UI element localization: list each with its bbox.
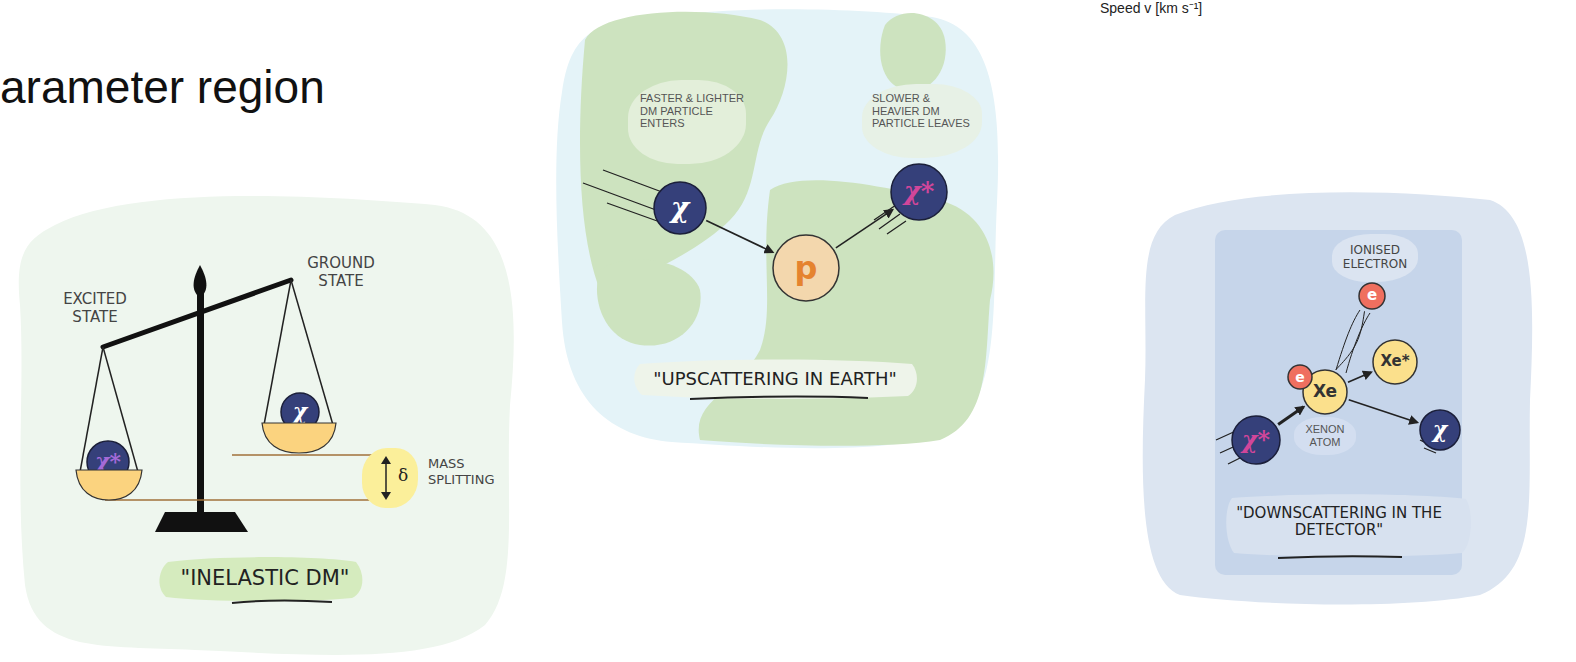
connector-arrow — [1278, 407, 1303, 425]
node-caption: δ — [392, 464, 414, 488]
scale-base — [155, 512, 248, 532]
scale-pan — [262, 423, 336, 453]
node-label: χ* — [890, 163, 948, 221]
inelastic-dm-panel-shape — [19, 196, 514, 655]
node-caption: SLOWER & HEAVIER DM PARTICLE LEAVES — [872, 92, 980, 130]
proton-circle — [773, 235, 839, 301]
mass-splitting-marker: δ — [362, 448, 418, 508]
node-label: e — [1287, 364, 1313, 390]
splitting-arrow-head — [381, 492, 391, 500]
excited-state-particle-circle — [87, 441, 129, 483]
motion-lines — [874, 205, 906, 234]
node-label: p — [772, 234, 840, 302]
scale-pan — [76, 470, 142, 500]
axis-label: Speed v [km s⁻¹] — [1100, 0, 1320, 17]
connector-arrow — [1348, 372, 1371, 382]
motion-lines — [1420, 440, 1436, 453]
splitting-label: MASS SPLITTING — [428, 456, 508, 487]
motion-lines — [1216, 430, 1248, 464]
note-cloud: FASTER & LIGHTER DM PARTICLE ENTERS — [628, 80, 746, 164]
node-label: χ — [280, 392, 320, 432]
node-caption: "INELASTIC DM" — [160, 561, 370, 595]
excited-dm-particle: χ* — [1231, 415, 1281, 465]
dm-particle-circle — [654, 182, 706, 234]
note-cloud: SLOWER & HEAVIER DM PARTICLE LEAVES — [862, 84, 982, 158]
dm-particle-circle — [1420, 410, 1460, 450]
scale-string — [103, 347, 138, 472]
upscattering-panel-shape — [556, 9, 998, 448]
node-caption: "UPSCATTERING IN EARTH" — [630, 364, 920, 394]
level-line — [232, 454, 385, 455]
scale-pole — [197, 285, 204, 515]
connector-line — [1336, 311, 1365, 369]
inelastic-dm-panel-outline — [15, 185, 520, 662]
ground-state-particle: χ — [280, 392, 320, 432]
caption-underline — [1278, 556, 1402, 558]
electron: e — [1287, 364, 1313, 390]
connector-arrow — [706, 220, 772, 252]
node-caption: XENON ATOM — [1294, 417, 1356, 455]
excited-dm-particle-circle — [1232, 416, 1280, 464]
node-label: χ* — [86, 440, 130, 484]
state-label: EXCITED STATE — [52, 290, 138, 326]
electron: e — [1358, 282, 1386, 310]
splitting-arrow — [385, 462, 387, 494]
detector-outer-blob — [1143, 192, 1532, 604]
motion-lines — [1336, 310, 1370, 373]
connector-arrow — [1349, 400, 1417, 423]
splitting-arrow-head — [381, 456, 391, 464]
node-label: Xe* — [1372, 339, 1418, 385]
scale-top — [194, 265, 207, 298]
dm-particle: χ — [653, 181, 707, 235]
page-title: arameter region — [0, 60, 325, 114]
xenon-atom-circle — [1303, 370, 1347, 414]
proton: p — [772, 234, 840, 302]
node-caption: "DOWNSCATTERING IN THE DETECTOR" — [1219, 492, 1459, 552]
node-label: χ — [1419, 409, 1461, 451]
electron-circle — [1288, 365, 1312, 389]
caption-highlight — [1226, 494, 1471, 556]
scale-string — [80, 347, 103, 472]
continent — [597, 260, 701, 346]
motion-lines — [583, 170, 662, 222]
caption-underline — [232, 601, 332, 603]
continent — [580, 12, 788, 290]
caption-underline — [690, 397, 868, 399]
note-cloud: IONISED ELECTRON — [1332, 234, 1418, 282]
ground-state-particle-circle — [281, 393, 319, 431]
scale-string — [291, 280, 333, 425]
excited-dm-particle-circle — [891, 164, 947, 220]
level-line — [105, 499, 385, 500]
electron-circle — [1359, 283, 1385, 309]
continent — [880, 13, 946, 91]
dm-particle: χ — [1419, 409, 1461, 451]
node-caption: FASTER & LIGHTER DM PARTICLE ENTERS — [640, 92, 746, 130]
connector-arrow — [836, 210, 893, 248]
excited-state-particle: χ* — [86, 440, 130, 484]
detector-panel: "DOWNSCATTERING IN THE DETECTOR" IONISED … — [1215, 230, 1462, 575]
caption-highlight — [159, 557, 362, 601]
node-label: e — [1358, 282, 1386, 310]
continent — [699, 180, 994, 445]
excited-dm-particle: χ* — [890, 163, 948, 221]
scale-beam — [103, 280, 291, 347]
caption-highlight — [634, 360, 917, 399]
node-label: χ* — [1231, 415, 1281, 465]
state-label: GROUND STATE — [298, 254, 384, 290]
scale-string — [264, 280, 291, 425]
excited-xenon-atom: Xe* — [1372, 339, 1418, 385]
upscattering-panel: "UPSCATTERING IN EARTH" FASTER & LIGHTER … — [552, 2, 1002, 450]
node-label: IONISED ELECTRON — [1332, 234, 1418, 282]
node-label: χ — [653, 181, 707, 235]
inelastic-dm-panel: "INELASTIC DM" χ* χ δ — [15, 185, 520, 662]
excited-xenon-atom-circle — [1373, 340, 1417, 384]
